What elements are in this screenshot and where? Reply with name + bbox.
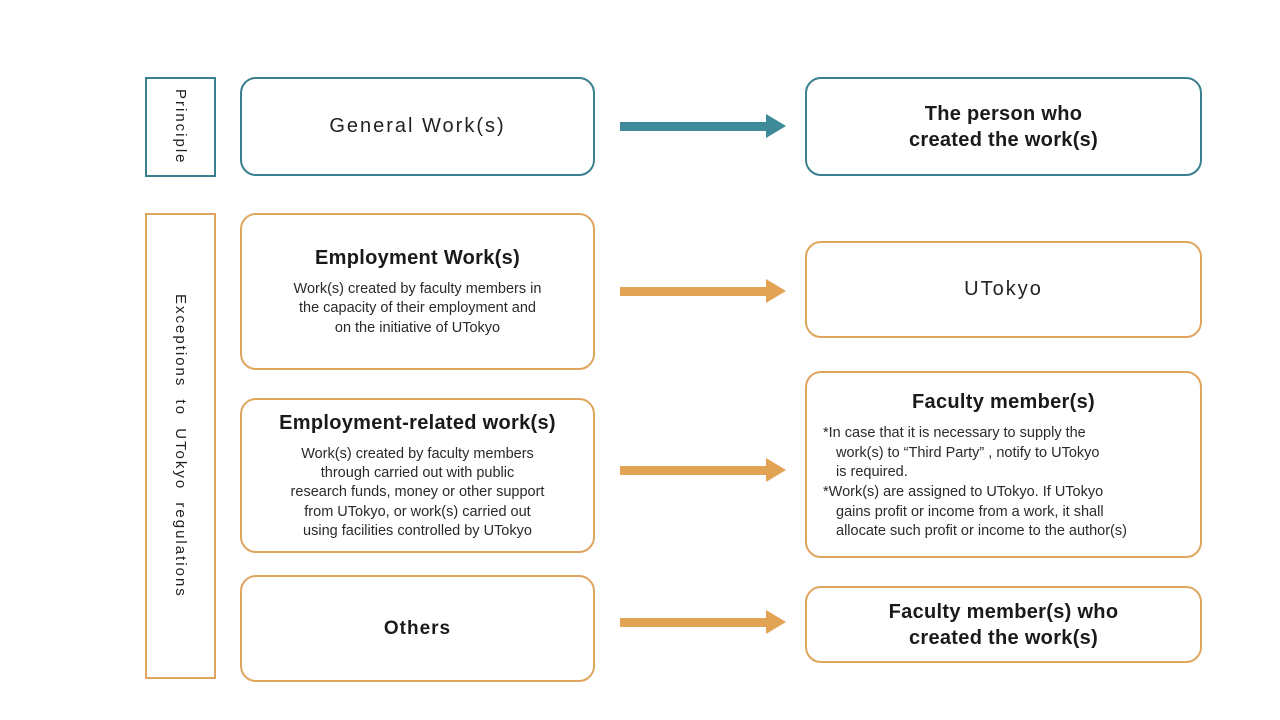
- note-line: gains profit or income from a work, it s…: [836, 503, 1104, 520]
- person-created-box: The person who created the work(s): [805, 77, 1202, 176]
- note-line: *In case that it is necessary to supply …: [823, 424, 1086, 441]
- employment-related-description: Work(s) created by faculty members throu…: [291, 445, 545, 541]
- note-line: work(s) to “Third Party” , notify to UTo…: [836, 444, 1100, 461]
- note-line: *Work(s) are assigned to UTokyo. If UTok…: [823, 484, 1104, 500]
- person-created-title: The person who created the work(s): [909, 101, 1098, 153]
- exceptions-label: Exceptions to UTokyo regulations: [172, 294, 189, 598]
- faculty-created-title: Faculty member(s) who created the work(s…: [889, 599, 1119, 651]
- description-line: using facilities controlled by UTokyo: [303, 522, 532, 539]
- note-line: is required.: [836, 464, 908, 481]
- employment-works-title: Employment Work(s): [314, 247, 521, 270]
- principle-label: Principle: [172, 89, 189, 165]
- faculty-members-box: Faculty member(s) *In case that it is ne…: [805, 371, 1202, 558]
- faculty-created-box: Faculty member(s) who created the work(s…: [805, 586, 1202, 663]
- employment-works-description: Work(s) created by faculty members in th…: [294, 280, 542, 337]
- others-title: Others: [383, 617, 452, 639]
- arrow-shaft: [620, 286, 768, 296]
- arrow-right-icon: [620, 114, 786, 138]
- arrow-right-icon: [620, 458, 786, 482]
- arrow-shaft: [620, 465, 768, 475]
- faculty-members-title: Faculty member(s): [912, 390, 1095, 413]
- description-line: Work(s) created by faculty members: [301, 446, 534, 463]
- faculty-created-line1: Faculty member(s) who: [888, 600, 1119, 623]
- description-line: the capacity of their employment and: [299, 300, 536, 317]
- employment-related-title: Employment-related work(s): [279, 412, 556, 435]
- arrow-head: [766, 279, 786, 303]
- others-box: Others: [240, 575, 595, 682]
- arrow-head: [766, 458, 786, 482]
- description-line: Work(s) created by faculty members in: [293, 281, 542, 298]
- employment-works-box: Employment Work(s) Work(s) created by fa…: [240, 213, 595, 370]
- utokyo-box: UTokyo: [805, 241, 1202, 338]
- arrow-head: [766, 610, 786, 634]
- general-works-box: General Work(s): [240, 77, 595, 176]
- arrow-shaft: [620, 617, 768, 627]
- general-works-title: General Work(s): [329, 115, 506, 137]
- description-line: through carried out with public: [320, 465, 515, 482]
- employment-related-box: Employment-related work(s) Work(s) creat…: [240, 398, 595, 553]
- exceptions-label-box: Exceptions to UTokyo regulations: [145, 213, 216, 679]
- arrow-right-icon: [620, 610, 786, 634]
- utokyo-title: UTokyo: [964, 278, 1043, 300]
- person-created-line1: The person who: [924, 102, 1083, 125]
- note-line: allocate such profit or income to the au…: [836, 523, 1127, 540]
- person-created-line2: created the work(s): [908, 128, 1099, 151]
- arrow-right-icon: [620, 279, 786, 303]
- description-line: research funds, money or other support: [290, 484, 545, 501]
- faculty-created-line2: created the work(s): [908, 626, 1099, 649]
- faculty-members-notes: *In case that it is necessary to supply …: [817, 424, 1127, 542]
- arrow-shaft: [620, 121, 768, 131]
- description-line: from UTokyo, or work(s) carried out: [304, 503, 531, 520]
- principle-label-box: Principle: [145, 77, 216, 177]
- arrow-head: [766, 114, 786, 138]
- description-line: on the initiative of UTokyo: [334, 319, 501, 336]
